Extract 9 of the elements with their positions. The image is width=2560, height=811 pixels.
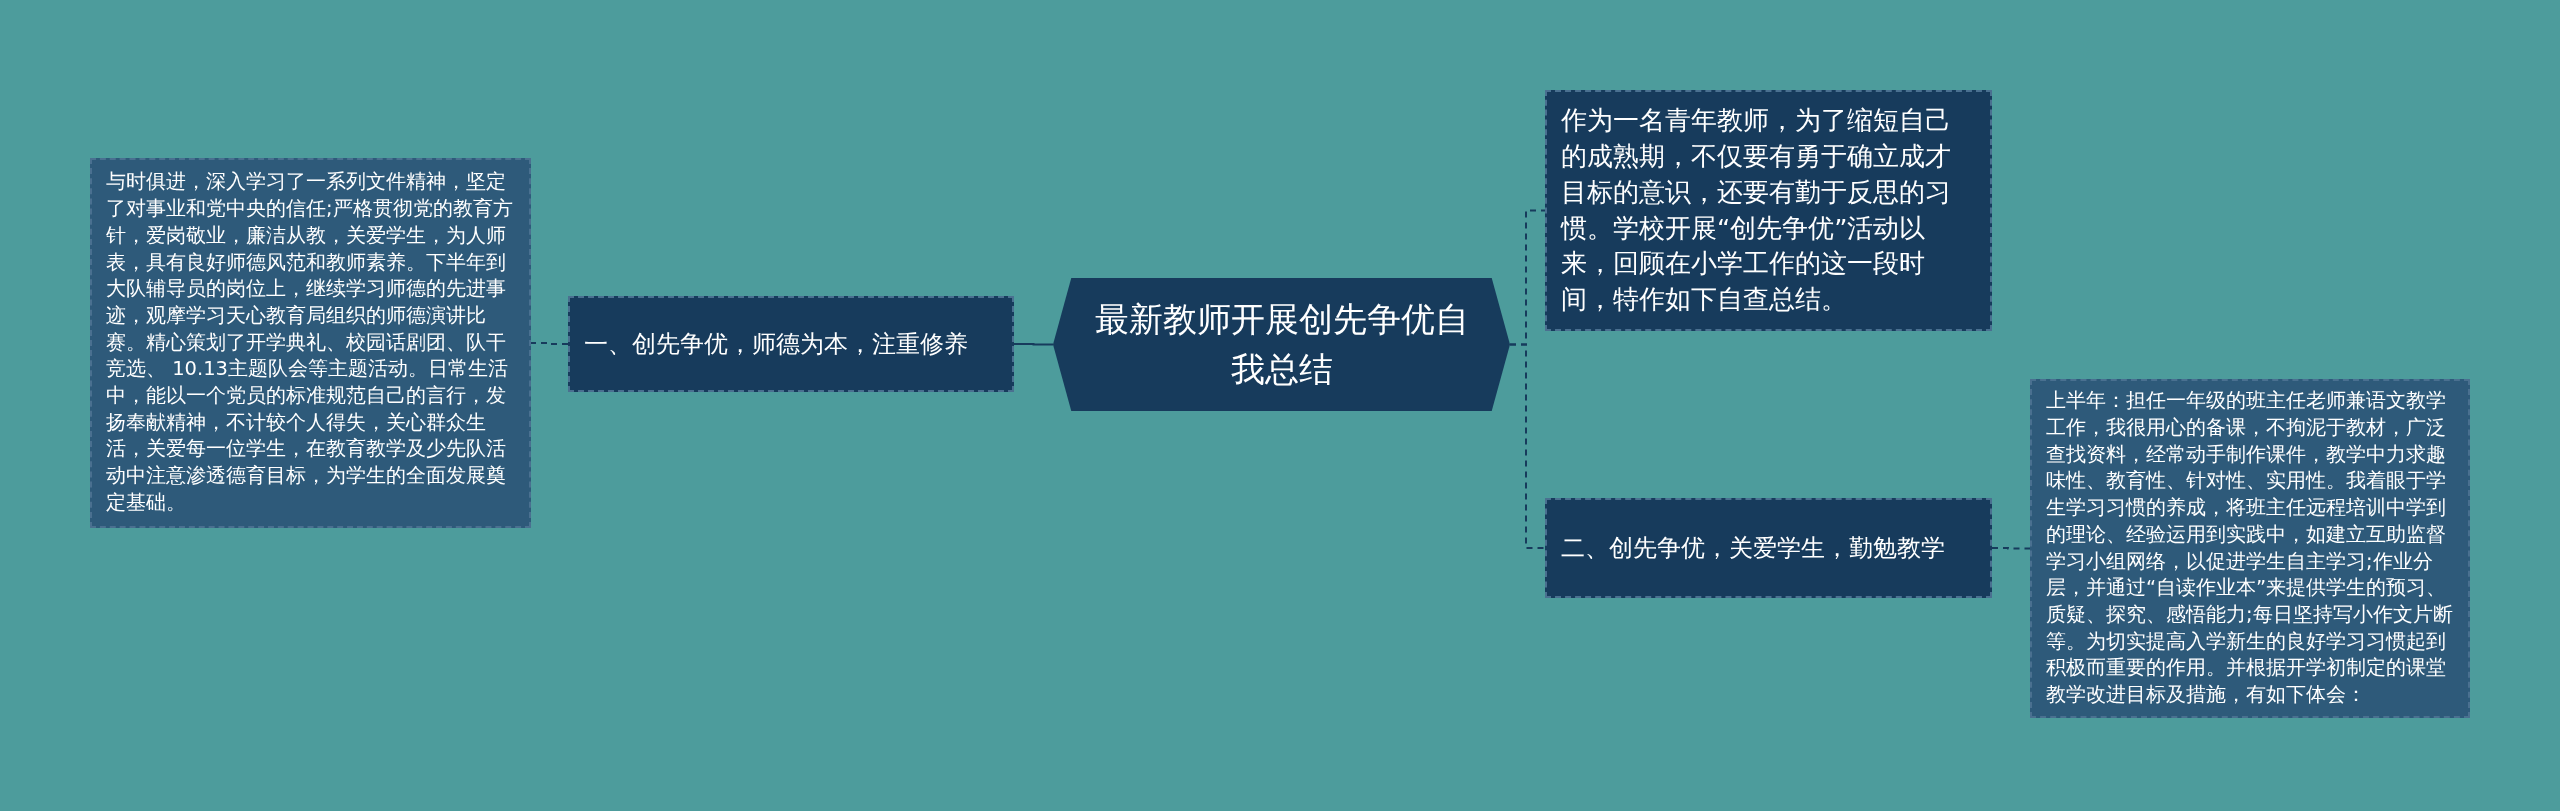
- topic-box: 二、创先争优，关爱学生，勤勉教学: [1545, 498, 1992, 598]
- text-card: 作为一名青年教师，为了缩短自己的成熟期，不仅要有勇于确立成才目标的意识，还要有勤于反思的习惯。学校开展“创先争优”活动以来，回顾在小学工作的这一段时间，特作如下自查总结。: [1545, 90, 1992, 331]
- connector-line: [1991, 547, 2031, 550]
- topic-box: 一、创先争优，师德为本，注重修养: [568, 296, 1014, 392]
- connector-line: [1509, 343, 1546, 549]
- connector-line: [530, 342, 569, 345]
- connector-line: [1013, 343, 1054, 346]
- text-card: 与时俱进，深入学习了一系列文件精神，坚定了对事业和党中央的信任;严格贯彻党的教育方针，爱岗敬业，廉洁从教，关爱学生，为人师表，具有良好师德风范和教师素养。下半年到大队辅导员的岗位上，继续学习师德的先进事迹，观摩学习天心教育局组织的师德演讲比赛。精心策划了开学典礼、校园话剧团、队干竞选、 10.13主题队会等主题活动。日常生活中，能以一个党员的标准规范自己的言行，发扬奉献精神，不计较个人得失，关心群众生活，关爱每一位学生，在教育教学及少先队活动中注意渗透德育目标，为学生的全面发展奠定基础。: [90, 158, 531, 528]
- text-card: 上半年：担任一年级的班主任老师兼语文教学工作，我很用心的备课，不拘泥于教材，广泛查找资料，经常动手制作课件，教学中力求趣味性、教育性、针对性、实用性。我着眼于学生学习习惯的养成，将班主任远程培训中学到的理论、经验运用到实践中，如建立互助监督学习小组网络，以促进学生自主学习;作业分层，并通过“自读作业本”来提供学生的预习、质疑、探究、感悟能力;每日坚持写小作文片断等。为切实提高入学新生的良好学习习惯起到积极而重要的作用。并根据开学初制定的课堂教学改进目标及措施，有如下体会：: [2030, 379, 2470, 718]
